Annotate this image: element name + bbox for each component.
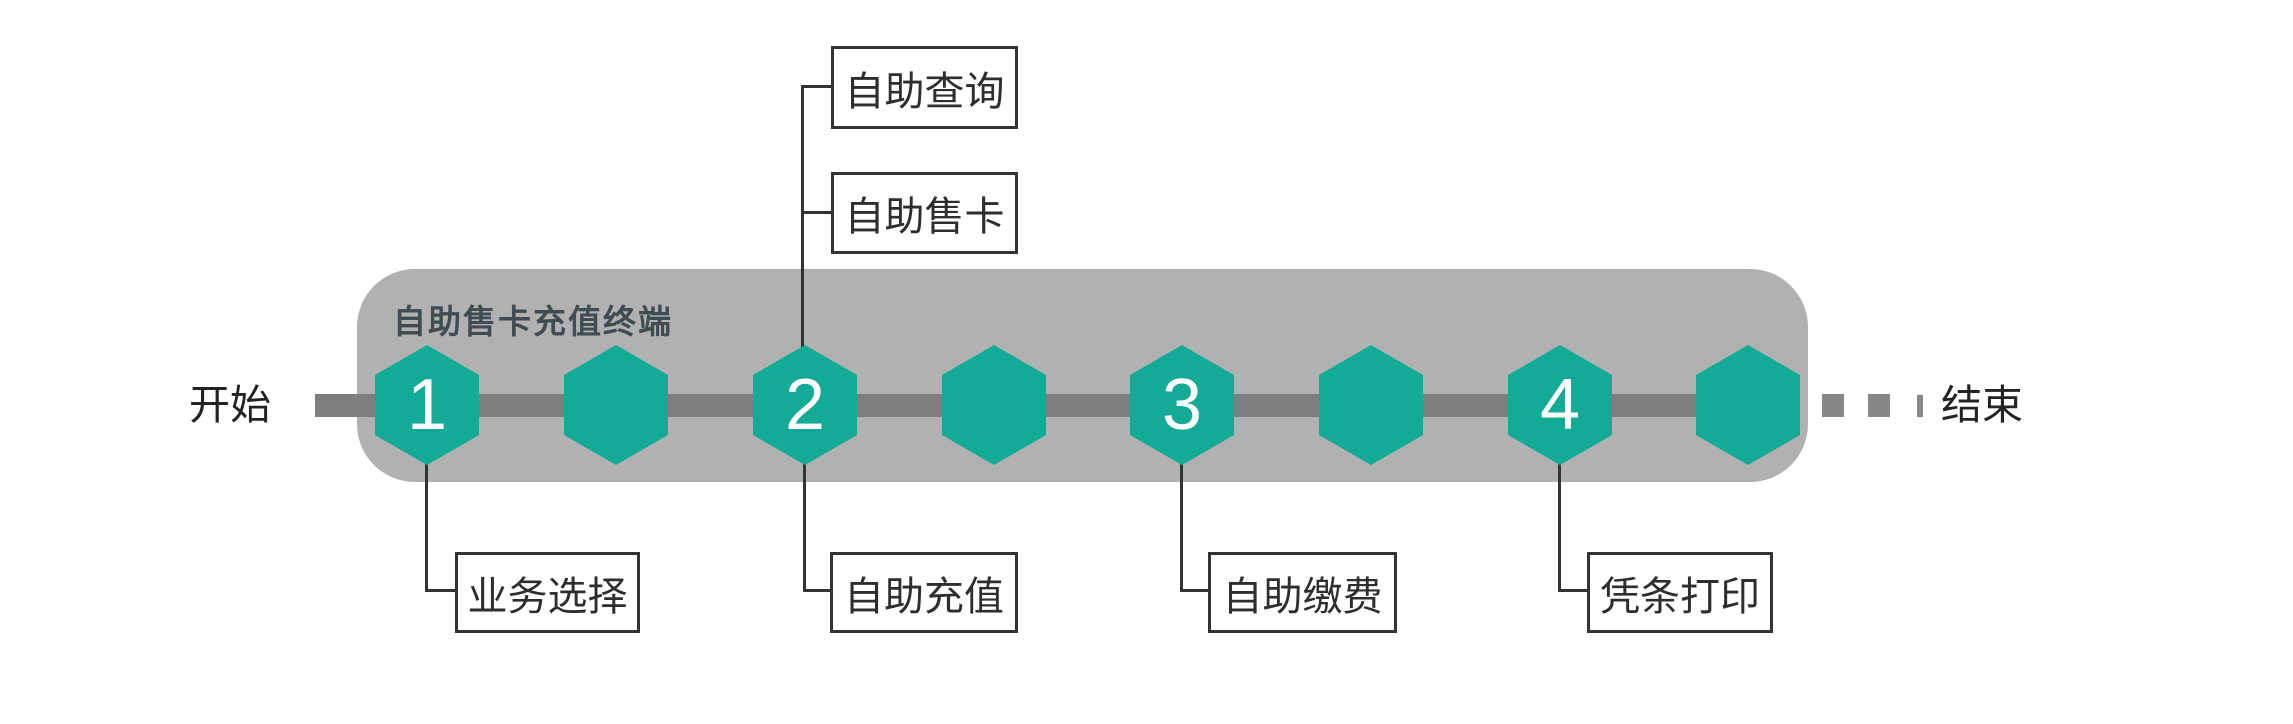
connector-step1-stub (425, 589, 457, 592)
step-number: 1 (406, 365, 448, 445)
hexagon-step-3: 3 (1130, 345, 1234, 465)
step-number: 3 (1161, 365, 1203, 445)
terminal-title: 自助售卡充值终端 (393, 303, 673, 340)
step-number: 2 (784, 365, 826, 445)
connector-step4-stub (1558, 589, 1589, 592)
end-dash-2 (1868, 394, 1890, 417)
end-dash-3 (1917, 395, 1923, 417)
label-box-self-recharge: 自助充值 (830, 552, 1018, 633)
label-text: 凭条打印 (1600, 574, 1760, 619)
label-box-self-payment: 自助缴费 (1208, 552, 1397, 633)
connector-step3-vertical (1180, 462, 1183, 592)
label-box-receipt-print: 凭条打印 (1587, 552, 1773, 633)
hexagon-blank-4 (1696, 345, 1800, 465)
label-text: 自助售卡 (844, 195, 1005, 239)
label-box-self-query: 自助查询 (831, 46, 1018, 129)
label-box-self-card-sale: 自助售卡 (831, 172, 1018, 254)
connector-top-stub-1 (801, 85, 831, 88)
connector-step1-vertical (425, 462, 428, 592)
label-text: 自助充值 (844, 574, 1004, 619)
connector-step2-stub (803, 589, 832, 592)
label-text: 自助查询 (844, 69, 1005, 114)
hexagon-step-4: 4 (1508, 345, 1612, 465)
label-text: 自助缴费 (1222, 574, 1383, 619)
step-number: 4 (1539, 365, 1581, 445)
label-text: 业务选择 (467, 574, 628, 619)
hexagon-blank-3 (1319, 345, 1423, 465)
end-label: 结束 (1941, 382, 2023, 428)
end-dash-1 (1822, 394, 1844, 417)
connector-step2-vertical (803, 462, 806, 592)
connector-top-stub-2 (801, 211, 831, 214)
start-label: 开始 (189, 382, 271, 428)
connector-step4-vertical (1558, 462, 1561, 592)
connector-top-vertical (801, 85, 804, 348)
hexagon-step-1: 1 (375, 345, 479, 465)
connector-step3-stub (1180, 589, 1210, 592)
label-box-business-select: 业务选择 (455, 552, 640, 633)
